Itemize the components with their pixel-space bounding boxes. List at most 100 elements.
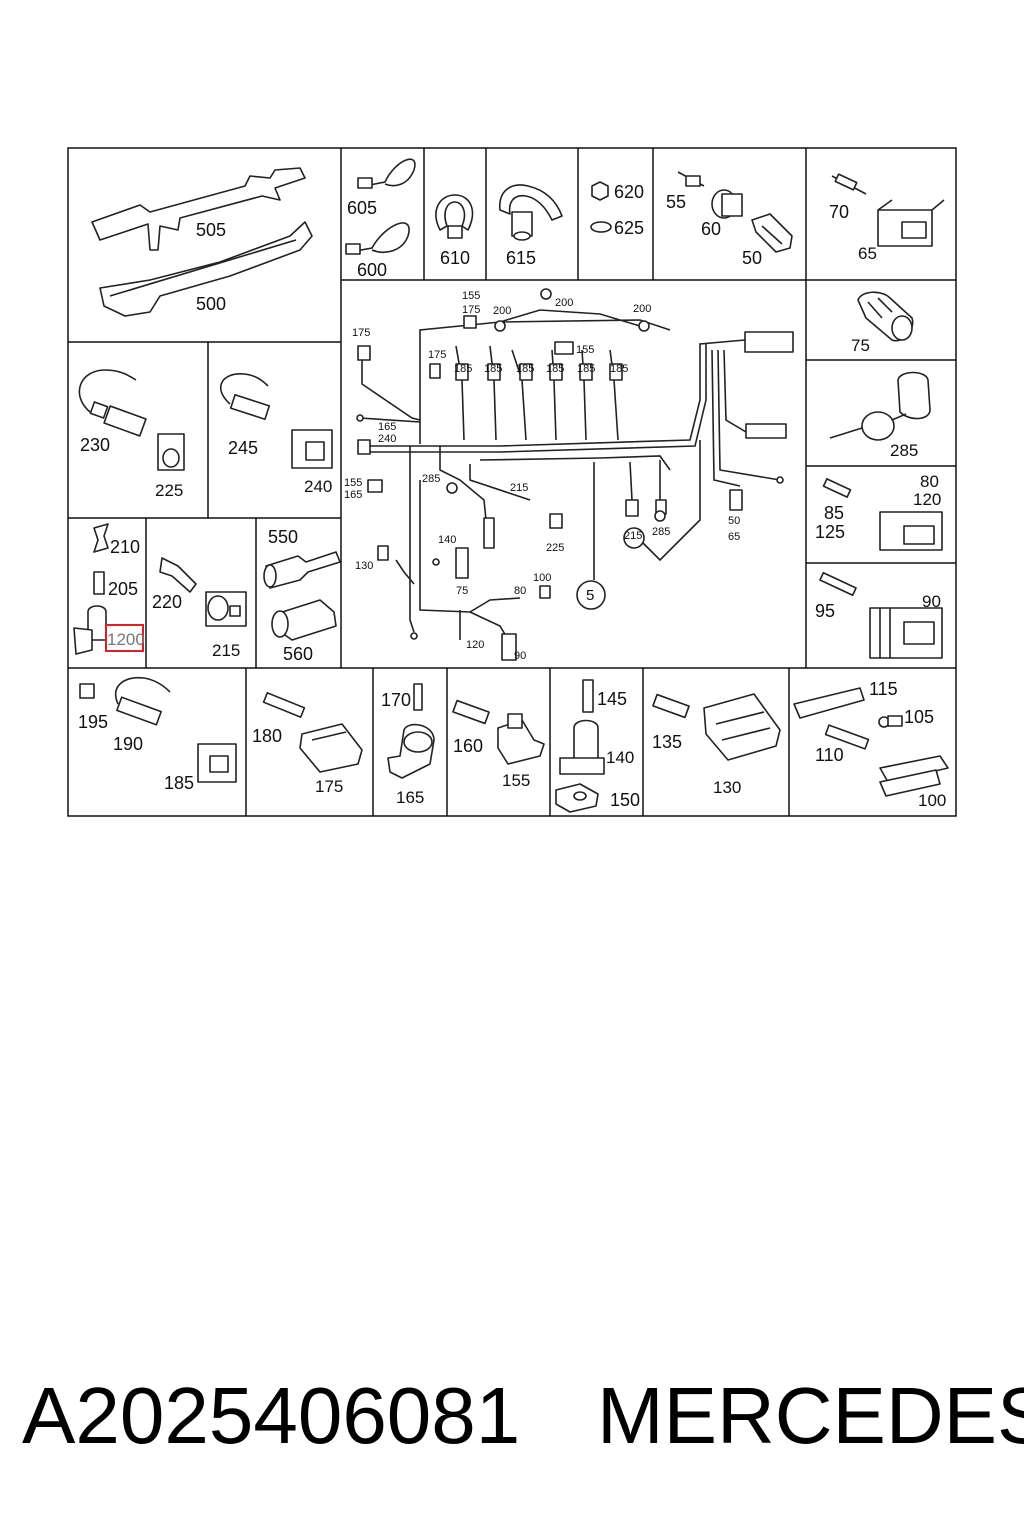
label-210: 210 (110, 537, 140, 557)
harness-label-130: 130 (355, 560, 373, 572)
label-85: 85 (824, 503, 844, 523)
label-130: 130 (713, 778, 741, 797)
harness-label-285-a: 285 (422, 473, 440, 485)
harness-label-165: 165 (378, 421, 396, 433)
sensor-connector-50 (677, 171, 793, 253)
label-550: 550 (268, 527, 298, 547)
label-245: 245 (228, 438, 258, 458)
boot-75 (857, 291, 914, 342)
plugs-550-560 (263, 551, 341, 641)
harness-label-90: 90 (514, 650, 526, 662)
label-70: 70 (829, 202, 849, 222)
connector-240-with-wire (219, 373, 333, 469)
label-65: 65 (858, 244, 877, 263)
harness-label-5: 5 (586, 587, 594, 604)
harness-label-225: 225 (546, 542, 564, 554)
wiring-harness (356, 288, 794, 661)
label-140: 140 (606, 748, 634, 767)
harness-label-100: 100 (533, 572, 551, 584)
harness-label-185-e: 185 (577, 363, 595, 375)
label-155: 155 (502, 771, 530, 790)
label-125: 125 (815, 522, 845, 542)
harness-label-175-c: 175 (428, 349, 446, 361)
harness-label-50: 50 (728, 515, 740, 527)
connector-185-with-wire (79, 677, 237, 783)
label-160: 160 (453, 736, 483, 756)
fittings-210-205 (73, 523, 109, 655)
label-50: 50 (742, 248, 762, 268)
label-105: 105 (904, 707, 934, 727)
connector-215 (159, 557, 247, 627)
label-150: 150 (610, 790, 640, 810)
connector-65 (831, 173, 945, 247)
label-610: 610 (440, 248, 470, 268)
label-90: 90 (922, 592, 941, 611)
label-625: 625 (614, 218, 644, 238)
label-120: 120 (913, 490, 941, 509)
label-205: 205 (108, 579, 138, 599)
cable-duct-rails (91, 167, 313, 317)
harness-label-200-b: 200 (555, 297, 573, 309)
label-620: 620 (614, 182, 644, 202)
part-number: A2025406081 (22, 1371, 521, 1460)
harness-label-215-a: 215 (510, 482, 528, 494)
brand-name: MERCEDES (597, 1371, 1024, 1460)
harness-label-155: 155 (462, 290, 480, 302)
label-135: 135 (652, 732, 682, 752)
label-165: 165 (396, 788, 424, 807)
holder-155 (452, 699, 545, 765)
sensor-140 (555, 679, 605, 813)
label-220: 220 (152, 592, 182, 612)
label-285: 285 (890, 441, 918, 460)
sensor-165 (387, 683, 435, 779)
label-145: 145 (597, 689, 627, 709)
label-180: 180 (252, 726, 282, 746)
label-60: 60 (701, 219, 721, 239)
harness-label-80: 80 (514, 585, 526, 597)
footer: A2025406081 MERCEDES (0, 1370, 1024, 1480)
holder-615 (499, 184, 563, 241)
label-100: 100 (918, 791, 946, 810)
diagram-grid (67, 147, 957, 817)
label-225: 225 (155, 481, 183, 500)
harness-label-185-b: 185 (484, 363, 502, 375)
harness-label-200-a: 200 (493, 305, 511, 317)
label-115: 115 (869, 679, 898, 699)
label-170: 170 (381, 690, 411, 710)
connector-90 (819, 571, 943, 659)
cable-ties (345, 158, 416, 255)
connector-175 (262, 692, 363, 773)
label-110: 110 (815, 745, 844, 765)
label-605: 605 (347, 198, 377, 218)
nut-icon (591, 181, 609, 201)
harness-label-140: 140 (438, 534, 456, 546)
harness-label-175: 175 (462, 304, 480, 316)
label-80: 80 (920, 472, 939, 491)
harness-label-165-b: 165 (344, 489, 362, 501)
harness-label-285-b: 285 (652, 526, 670, 538)
harness-label-65: 65 (728, 531, 740, 543)
label-185: 185 (164, 773, 194, 793)
label-195: 195 (78, 712, 108, 732)
sensor-285 (829, 371, 931, 441)
label-560: 560 (283, 644, 313, 664)
highlight-box (105, 624, 144, 652)
harness-label-175-b: 175 (352, 327, 370, 339)
harness-label-185-a: 185 (454, 363, 472, 375)
label-240: 240 (304, 477, 332, 496)
highlight-label: 1200 (107, 630, 145, 649)
harness-label-200-c: 200 (633, 303, 651, 315)
label-505: 505 (196, 220, 226, 240)
label-175: 175 (315, 777, 343, 796)
connector-80 (822, 478, 943, 551)
label-600: 600 (357, 260, 387, 280)
connector-block-130 (652, 693, 781, 761)
harness-label-155-b: 155 (576, 344, 594, 356)
label-230: 230 (80, 435, 110, 455)
washer-icon (590, 221, 612, 233)
harness-label-120: 120 (466, 639, 484, 651)
label-95: 95 (815, 601, 835, 621)
label-190: 190 (113, 734, 143, 754)
covers-and-fittings (793, 687, 949, 797)
